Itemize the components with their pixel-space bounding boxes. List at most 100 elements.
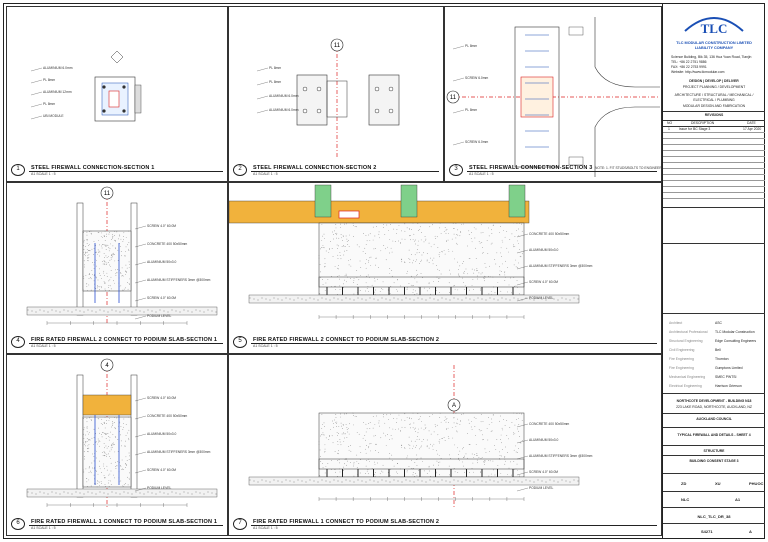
callout-label: PODIUM LEVEL	[529, 486, 554, 490]
callout-label: UBI MODULE	[43, 114, 64, 118]
grid-bubble: 4	[100, 358, 114, 372]
detail-title: STEEL FIREWALL CONNECTION-SECTION 3	[469, 165, 593, 171]
project-address: 223 LAKE ROAD, NORTHCOTE, AUCKLAND, NZ	[676, 405, 752, 409]
consultant-name: SMEC PWTSI	[715, 375, 737, 379]
discipline: STRUCTURE	[703, 449, 725, 453]
consultant-name: TLC Modular Construction	[715, 330, 755, 334]
callout-label: PL 8mm	[465, 108, 477, 112]
detail-scale: A1 SCALE 1 : 5	[253, 344, 278, 348]
stage: BUILDING CONSENT STAGE 3	[689, 459, 739, 463]
callout-label: PODIUM LEVEL	[147, 314, 172, 318]
ground-hatch	[26, 488, 218, 498]
callout-label: ALUMINIUM 50x3.0	[529, 248, 558, 252]
services-2: PROJECT PLANNING / DEVELOPMENT	[682, 85, 746, 89]
consultant-role: Fire Engineering	[669, 357, 694, 361]
consultant-name: Bell	[715, 348, 721, 352]
meta-approved: PHUOC	[749, 481, 764, 486]
consultant-name: Edge Consulting Engineers	[715, 339, 757, 343]
callout-label: ALUMINIUM STIFFENERS 3mm @300mm	[147, 278, 211, 282]
callout-label: PL 8mm	[43, 102, 55, 106]
callout-label: PL 8mm	[269, 66, 281, 70]
rev-1-desc: Issue for BC Stage 3	[679, 127, 711, 131]
company-name: TLC MODULAR CONSTRUCTION LIMITED LIABILI…	[676, 41, 752, 50]
consultant-name: Harrison Grierson	[715, 384, 742, 388]
tlc-logo-icon: TLC	[684, 17, 744, 36]
consultant-role: Civil Engineering	[669, 348, 695, 352]
rev-header-no: NO	[667, 121, 673, 125]
consultant-role: Fire Engineering	[669, 366, 694, 370]
callout-label: SCREW 4.0" 60.0M	[147, 396, 176, 400]
company-address-1: Science Building, Blk 35, 136 Hua Yuan R…	[671, 55, 752, 59]
title-block: TLC TLC MODULAR CONSTRUCTION LIMITED LIA…	[662, 3, 765, 539]
detail-caption: 7 FIRE RATED FIREWALL 1 CONNECT TO PODIUM…	[233, 518, 657, 532]
consultant-role: Structural Engineering	[669, 339, 703, 343]
detail-scale: A1 SCALE 1 : 5	[253, 172, 278, 176]
detail-scale: A1 SCALE 1 : 5	[469, 172, 494, 176]
callout-label: PODIUM LEVEL	[529, 296, 554, 300]
grid-bubble: 11	[100, 186, 114, 200]
detail-number-bubble: 2	[233, 164, 247, 176]
rev-header-date: DATE	[747, 121, 756, 125]
sheet-title: TYPICAL FIREWALL AND DETAILS - SHEET 4	[677, 433, 751, 437]
dimension-line	[318, 497, 525, 501]
callout-label: PODIUM LEVEL	[147, 486, 172, 490]
detail-number-bubble: 3	[449, 164, 463, 176]
consultant-name: Gumptons Limited	[715, 366, 743, 370]
consultant-role: Architect	[669, 321, 683, 325]
services-3: ARCHITECTURE / STRUCTURAL / MECHANICAL /…	[674, 93, 754, 102]
svg-text:11: 11	[334, 43, 341, 49]
consultant-name: ASC	[715, 321, 722, 325]
concrete-hatch	[318, 412, 525, 478]
drawing-sheet	[3, 3, 765, 539]
detail-scale: A1 SCALE 1 : 5	[31, 172, 56, 176]
council-name: AUCKLAND COUNCIL	[696, 417, 732, 421]
grid-bubble: 11	[330, 38, 344, 52]
callout-label: ALUMINIUM STIFFENERS 3mm @300mm	[529, 454, 593, 458]
ground-hatch	[26, 306, 218, 316]
callout-label: CONCRETE 400 50x50mm	[529, 422, 570, 426]
callout-label: ALUMINIUM 50x3.0	[529, 438, 558, 442]
callout-label: SCREW 4.0" 60.0M	[529, 280, 558, 284]
company-address-4: Website: http://www.tlcmodular.com	[671, 70, 725, 74]
grid-bubble: A	[447, 398, 461, 412]
detail-title: FIRE RATED FIREWALL 1 CONNECT TO PODIUM …	[253, 519, 440, 525]
detail-scale: A1 SCALE 1 : 5	[31, 526, 56, 530]
services-4: MODULAR DESIGN AND FABRICATION	[682, 104, 746, 108]
concrete-hatch	[82, 416, 132, 488]
consultant-role: Mechanical Engineering	[669, 375, 706, 379]
callout-label: ALUMINIUM 6.0mm	[269, 94, 299, 98]
callout-label: CONCRETE 400 50x50mm	[529, 232, 570, 236]
callout-label: SCREW 6.0mm	[465, 76, 489, 80]
detail-title: STEEL FIREWALL CONNECTION-SECTION 1	[31, 165, 155, 171]
steel-post	[314, 184, 332, 218]
callout-label: ALUMINIUM 12mm	[43, 90, 72, 94]
consultant-name: Thornton	[715, 357, 729, 361]
scale-size: A1	[735, 497, 741, 502]
detail-number-bubble: 7	[233, 518, 247, 530]
company-address-3: FAX: +86 22 2753 9991	[671, 65, 707, 69]
callout-label: CONCRETE 400 50x50mm	[147, 414, 188, 418]
callout-label: SCREW 4.0" 60.0M	[147, 296, 176, 300]
sheet-number: S4271	[701, 529, 713, 534]
drawing-number: NLC_TLC_DR_38	[697, 514, 731, 519]
ground-hatch	[248, 476, 580, 486]
svg-text:11: 11	[104, 191, 111, 197]
rev-1-date: 17 Apr 2020	[743, 127, 762, 131]
concrete-hatch	[318, 222, 525, 296]
detail-number-bubble: 4	[11, 336, 25, 348]
ground-hatch	[248, 294, 580, 304]
callout-label: SCREW 4.0" 60.0M	[529, 470, 558, 474]
rev-header-desc: DESCRIPTION	[691, 121, 715, 125]
